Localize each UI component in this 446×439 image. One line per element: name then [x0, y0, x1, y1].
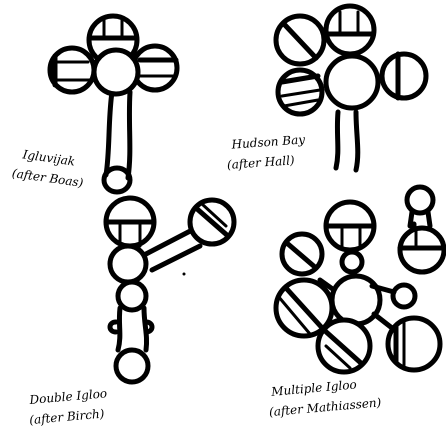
hudson-bay-central-chamber	[326, 56, 378, 108]
igluvijak-corridor-right-wall	[128, 92, 130, 178]
multiple-igloo-top-passage-right	[428, 212, 430, 226]
hudson-bay-corridor-right-wall	[356, 112, 358, 170]
double-igloo-caption-line2: (after Birch)	[29, 407, 106, 428]
multiple-igloo-top-entrance	[407, 187, 433, 213]
hudson-bay-caption-line2: (after Hall)	[227, 153, 296, 172]
double-igloo-caption: Double Igloo (after Birch)	[27, 386, 109, 427]
double-igloo-entrance	[116, 350, 148, 382]
multiple-igloo-connector-top	[342, 252, 362, 272]
double-igloo-lower-chamber	[118, 282, 146, 310]
hudson-bay-top-chamber	[326, 6, 374, 54]
hudson-bay-caption: Hudson Bay (after Hall)	[225, 132, 307, 171]
double-igloo-caption-line1: Double Igloo	[28, 386, 108, 407]
hudson-bay-corridor-left-wall	[336, 112, 338, 168]
multiple-igloo-caption: Multiple Igloo (after Mathiassen)	[267, 375, 382, 419]
igluvijak-entrance	[104, 168, 130, 192]
double-igloo-corridor-right-wall	[144, 308, 147, 350]
double-igloo-corridor-left-bulge	[110, 322, 116, 332]
multiple-igloo-central-chamber	[332, 276, 380, 324]
igluvijak-caption-line2: (after Boas)	[11, 166, 84, 190]
multiple-igloo-caption-line1: Multiple Igloo	[270, 377, 358, 399]
igluvijak-caption-line1: Igluvijak	[21, 147, 76, 168]
igluvijak-corridor-left-wall	[106, 92, 112, 175]
double-igloo-diagram	[106, 198, 234, 382]
double-igloo-ink-dot	[183, 273, 186, 276]
multiple-igloo-connector-right	[393, 285, 415, 307]
double-igloo-middle-chamber	[110, 246, 146, 282]
igluvijak-caption: Igluvijak (after Boas)	[11, 146, 87, 190]
multiple-igloo-caption-line2: (after Mathiassen)	[268, 395, 382, 419]
hudson-bay-caption-line1: Hudson Bay	[230, 132, 306, 151]
multiple-igloo-diagram	[276, 187, 444, 372]
hudson-bay-right-chamber	[382, 54, 426, 98]
multiple-igloo-passage-center-lower-right	[374, 314, 392, 328]
igluvijak-central-chamber	[94, 50, 138, 94]
double-igloo-corridor-left-wall	[118, 308, 120, 350]
